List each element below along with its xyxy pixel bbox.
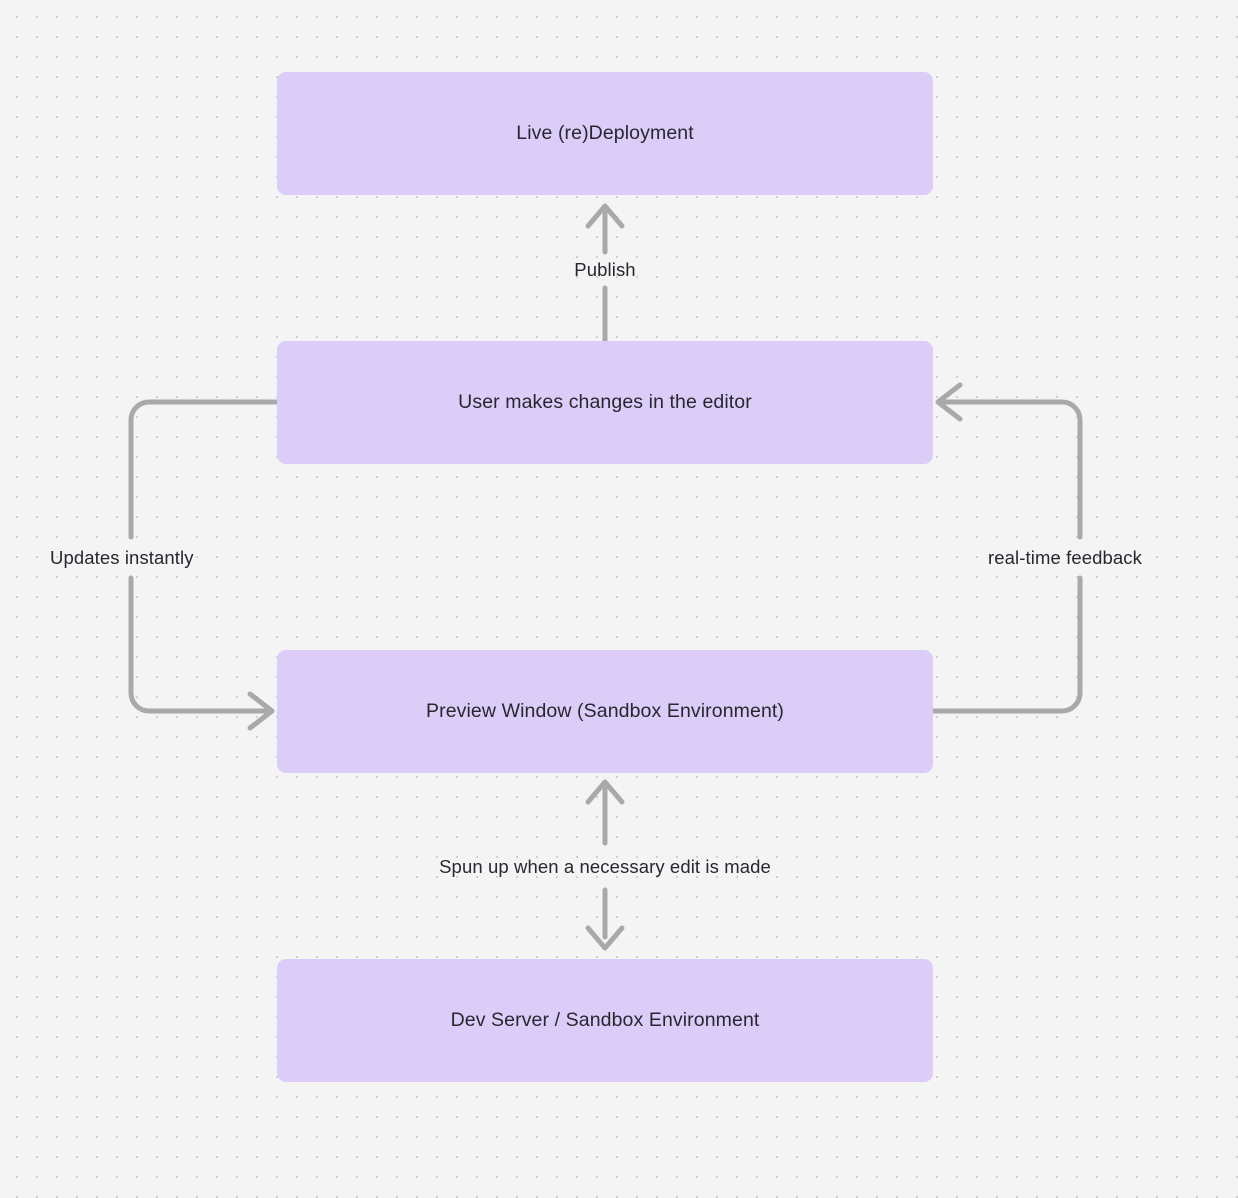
node-label-preview-window: Preview Window (Sandbox Environment) <box>426 700 784 723</box>
edge-label-updates-instantly: Updates instantly <box>50 546 194 568</box>
arrowhead-up-spun-up <box>585 779 625 805</box>
node-user-edits[interactable]: User makes changes in the editor <box>277 341 933 464</box>
arrowhead-right-updates-instantly <box>247 691 275 731</box>
node-preview-window[interactable]: Preview Window (Sandbox Environment) <box>277 650 933 773</box>
arrowhead-up-publish <box>585 203 625 229</box>
node-dev-server[interactable]: Dev Server / Sandbox Environment <box>277 959 933 1082</box>
arrowhead-left-real-time-feedback <box>935 382 963 422</box>
edge-label-publish: Publish <box>574 258 636 280</box>
arrowhead-down-spun-up <box>585 925 625 951</box>
node-live-deployment[interactable]: Live (re)Deployment <box>277 72 933 195</box>
node-label-live-deployment: Live (re)Deployment <box>516 122 694 145</box>
edge-label-real-time-feedback: real-time feedback <box>988 546 1142 568</box>
node-label-user-edits: User makes changes in the editor <box>458 391 752 414</box>
edge-label-spun-up: Spun up when a necessary edit is made <box>439 855 771 877</box>
node-label-dev-server: Dev Server / Sandbox Environment <box>450 1009 760 1032</box>
